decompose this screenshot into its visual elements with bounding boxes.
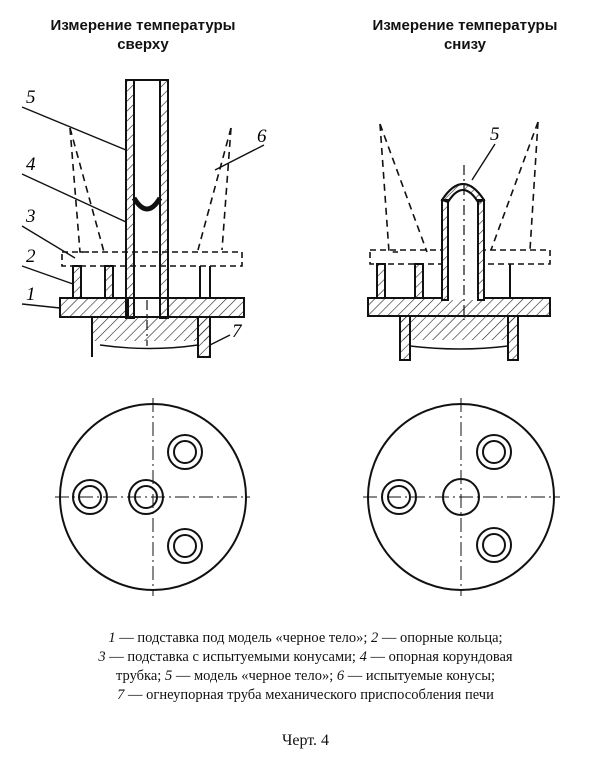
title-bottom-measurement: Измерение температуры снизу <box>350 16 580 54</box>
legend-text-4: — опорная корундовая <box>366 649 513 665</box>
label-3: 3 <box>25 206 36 227</box>
legend-text-3: — подставка с испытуемыми конусами; <box>105 649 360 665</box>
title-bottom-line2: снизу <box>443 36 487 53</box>
left-cone-right <box>197 127 232 251</box>
legend-caption: 1 — подставка под модель «черное тело»; … <box>18 629 593 705</box>
right-plan-view <box>363 398 560 596</box>
cone-plate <box>61 251 243 267</box>
legend-num-5: 5 <box>164 668 173 684</box>
legend-num-4: 4 <box>359 649 367 665</box>
left-cone-left <box>69 127 89 253</box>
black-body-model-top <box>131 196 163 212</box>
legend-text-4b: трубка; <box>116 668 165 684</box>
title-top-measurement: Измерение температуры сверху <box>28 16 258 54</box>
label-6: 6 <box>257 126 267 147</box>
legend-text-6: — испытуемые конусы; <box>344 668 495 684</box>
legend-text-2: — опорные кольца; <box>378 630 503 646</box>
label-7: 7 <box>232 321 243 342</box>
legend-num-1: 1 <box>108 630 116 646</box>
legend-num-2: 2 <box>371 630 379 646</box>
title-bottom-line1: Измерение температуры <box>372 17 558 34</box>
label-4: 4 <box>26 154 36 175</box>
left-plan-view <box>55 398 250 596</box>
label-1: 1 <box>26 284 36 305</box>
title-top-line2: сверху <box>117 36 169 53</box>
legend-num-7: 7 <box>117 687 125 703</box>
legend-text-1: — подставка под модель «черное тело»; <box>115 630 372 646</box>
label-2: 2 <box>26 246 36 267</box>
title-top-line1: Измерение температуры <box>50 17 236 34</box>
legend-text-7: — огнеупорная труба механического приспо… <box>124 687 494 703</box>
legend-num-3: 3 <box>98 649 106 665</box>
legend-num-6: 6 <box>336 668 345 684</box>
label-5: 5 <box>26 87 36 108</box>
refractory-tube <box>197 316 211 358</box>
figure-label: Черт. 4 <box>281 732 330 749</box>
legend-text-5: — модель «черное тело»; <box>172 668 337 684</box>
label-5-right: 5 <box>490 124 500 145</box>
right-section-view <box>367 121 551 361</box>
left-section-view <box>21 79 265 358</box>
support-ring-left <box>72 265 82 299</box>
